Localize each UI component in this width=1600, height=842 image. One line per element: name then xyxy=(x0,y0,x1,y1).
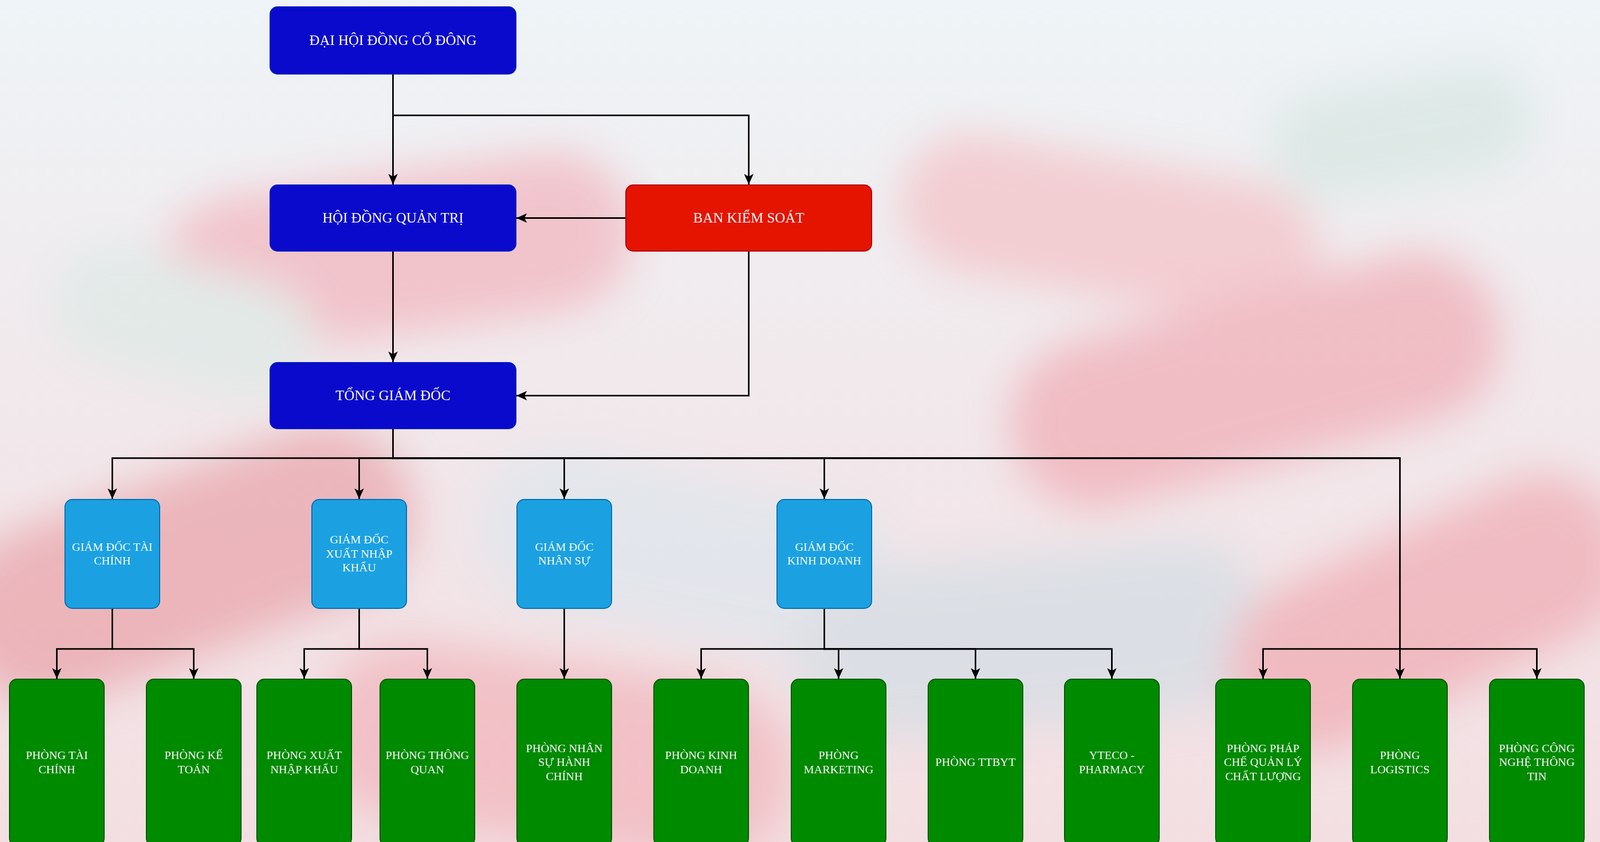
governance-box: ĐẠI HỘI ĐỒNG CỔ ĐÔNG xyxy=(269,6,517,75)
connector-arrow xyxy=(359,608,428,679)
box-label: BAN KIỂM SOÁT xyxy=(632,209,865,227)
department-box: PHÒNG CÔNG NGHỆ THÔNG TIN xyxy=(1488,678,1585,842)
connector-arrow xyxy=(112,608,194,679)
box-label: PHÒNG TÀI CHÍNH xyxy=(14,748,100,777)
box-label: PHÒNG PHÁP CHẾ QUẢN LÝ CHẤT LƯỢNG xyxy=(1220,741,1306,784)
control-box: BAN KIỂM SOÁT xyxy=(625,184,873,252)
connector-arrow xyxy=(393,429,1401,679)
director-box: GIÁM ĐỐC XUẤT NHẬP KHẨU xyxy=(311,498,408,609)
connector-arrow xyxy=(359,429,394,499)
department-box: PHÒNG MARKETING xyxy=(790,678,887,842)
director-box: GIÁM ĐỐC TÀI CHÍNH xyxy=(64,498,161,609)
department-box: PHÒNG THÔNG QUAN xyxy=(379,678,476,842)
department-box: PHÒNG XUẤT NHẬP KHẨU xyxy=(256,678,353,842)
governance-box: TỔNG GIÁM ĐỐC xyxy=(269,362,517,430)
connector-arrow xyxy=(304,608,360,679)
box-label: PHÒNG CÔNG NGHỆ THÔNG TIN xyxy=(1494,741,1580,784)
department-box: PHÒNG PHÁP CHẾ QUẢN LÝ CHẤT LƯỢNG xyxy=(1215,678,1311,842)
department-box: PHÒNG KINH DOANH xyxy=(653,678,749,842)
connector-arrow xyxy=(57,608,113,679)
box-label: PHÒNG MARKETING xyxy=(796,748,882,777)
director-box: GIÁM ĐỐC KINH DOANH xyxy=(776,498,873,609)
connector-arrow xyxy=(824,608,976,679)
connector-arrow xyxy=(393,429,1538,679)
connector-arrow xyxy=(824,608,1113,679)
box-label: GIÁM ĐỐC NHÂN SỰ xyxy=(521,540,607,569)
box-label: PHÒNG NHÂN SỰ HÀNH CHÍNH xyxy=(521,741,607,784)
box-label: PHÒNG XUẤT NHẬP KHẨU xyxy=(261,748,347,777)
connector-arrow xyxy=(393,429,1401,679)
box-label: YTECO - PHARMACY xyxy=(1069,748,1155,777)
department-box: PHÒNG TÀI CHÍNH xyxy=(8,678,105,842)
box-label: GIÁM ĐỐC TÀI CHÍNH xyxy=(69,540,155,569)
governance-box: HỘI ĐỒNG QUẢN TRỊ xyxy=(269,184,517,252)
box-label: PHÒNG KẾ TOÁN xyxy=(151,748,237,777)
connector-arrow xyxy=(563,608,566,679)
box-label: ĐẠI HỘI ĐỒNG CỔ ĐÔNG xyxy=(276,31,510,49)
box-label: PHÒNG THÔNG QUAN xyxy=(384,748,470,777)
department-box: PHÒNG KẾ TOÁN xyxy=(145,678,242,842)
connector-arrow xyxy=(393,429,825,499)
box-label: GIÁM ĐỐC XUẤT NHẬP KHẨU xyxy=(316,532,402,575)
connector-arrow xyxy=(516,217,626,219)
connector-arrow xyxy=(393,429,565,499)
department-box: YTECO - PHARMACY xyxy=(1064,678,1160,842)
connector-arrow xyxy=(516,251,749,396)
box-label: TỔNG GIÁM ĐỐC xyxy=(276,386,510,404)
box-label: GIÁM ĐỐC KINH DOANH xyxy=(781,540,867,569)
director-box: GIÁM ĐỐC NHÂN SỰ xyxy=(516,498,613,609)
connector-arrow xyxy=(824,608,839,679)
box-label: PHÒNG LOGISTICS xyxy=(1357,748,1443,777)
connector-arrow xyxy=(701,608,825,679)
department-box: PHÒNG TTBYT xyxy=(927,678,1024,842)
department-box: PHÒNG LOGISTICS xyxy=(1352,678,1448,842)
box-label: HỘI ĐỒNG QUẢN TRỊ xyxy=(276,209,510,227)
box-label: PHÒNG TTBYT xyxy=(932,755,1019,770)
department-box: PHÒNG NHÂN SỰ HÀNH CHÍNH xyxy=(516,678,613,842)
capsules xyxy=(0,57,1600,842)
connector-arrow xyxy=(392,251,394,363)
connector-arrow xyxy=(112,429,394,499)
connector-arrow xyxy=(393,74,749,185)
box-label: PHÒNG KINH DOANH xyxy=(658,748,744,777)
